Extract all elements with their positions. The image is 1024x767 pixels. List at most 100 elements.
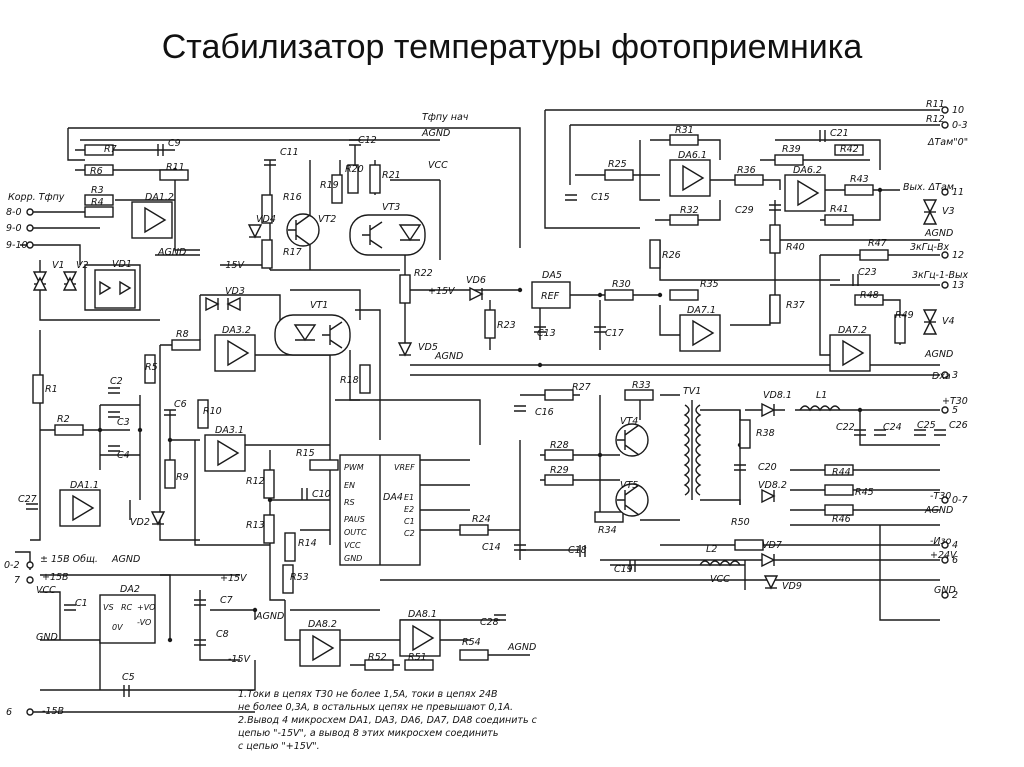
label-r2: R2 xyxy=(57,414,70,425)
terminal-9: 9-0 xyxy=(6,223,22,234)
label-r23: R23 xyxy=(497,320,516,331)
label-da4: DA4 xyxy=(383,492,403,503)
opamps xyxy=(59,159,871,667)
net-plus15-c7: +15V xyxy=(220,573,248,584)
label-r28: R28 xyxy=(550,440,569,451)
label-c2: C2 xyxy=(110,376,123,387)
note-line-1: 1.Токи в цепях Т30 не более 1,5А, токи в… xyxy=(238,689,498,700)
da2-pin-vs: VS xyxy=(103,603,114,612)
label-r9: R9 xyxy=(176,472,189,483)
net-agnd-top: AGND xyxy=(421,128,450,139)
label-c15: C15 xyxy=(591,192,610,203)
label-vd1: VD1 xyxy=(112,259,132,270)
da4-pin-en: EN xyxy=(344,481,355,490)
label-c19: C19 xyxy=(614,564,633,575)
diodes xyxy=(32,199,938,590)
label-r54: R54 xyxy=(462,637,481,648)
label-r42: R42 xyxy=(840,144,859,155)
label-c26: C26 xyxy=(949,420,968,431)
net-agnd-common: AGND xyxy=(111,554,140,565)
label-r44: R44 xyxy=(832,467,851,478)
label-r43: R43 xyxy=(850,174,869,185)
label-r7: R7 xyxy=(104,144,117,155)
label-r52: R52 xyxy=(368,652,387,663)
label-l2: L2 xyxy=(706,544,717,555)
label-da7-1: DA7.1 xyxy=(687,305,716,316)
net-vcc-l2: VCC xyxy=(710,574,730,585)
label-c29: C29 xyxy=(735,205,754,216)
label-da6-1: DA6.1 xyxy=(678,150,707,161)
label-r38: R38 xyxy=(756,428,775,439)
label-v1: V1 xyxy=(52,260,65,271)
label-r14: R14 xyxy=(298,538,317,549)
net-dt-am0: ΔТам"0" xyxy=(927,137,968,148)
net-dxa: Dха xyxy=(932,371,951,382)
label-r36: R36 xyxy=(737,165,756,176)
magnetics xyxy=(683,400,841,567)
transistors xyxy=(274,213,649,517)
label-l1: L1 xyxy=(816,390,827,401)
da2-pin-plus-vo: +VO xyxy=(137,603,155,612)
da4-pin-e2: E2 xyxy=(404,505,414,514)
label-r11: R11 xyxy=(166,162,185,173)
label-da8-2: DA8.2 xyxy=(308,619,337,630)
label-r13: R13 xyxy=(246,520,265,531)
net-plus24: +24V xyxy=(930,550,958,561)
label-r51: R51 xyxy=(408,652,427,663)
label-c4: C4 xyxy=(117,450,130,461)
net-agnd-t30: AGND xyxy=(924,505,953,516)
net-agnd-vd5: AGND xyxy=(434,351,463,362)
terminal-5: 5 xyxy=(952,405,958,416)
label-vt5: VT5 xyxy=(620,480,638,491)
label-r6: R6 xyxy=(90,166,103,177)
net-plus15-common: ± 15В Общ. xyxy=(40,554,98,565)
net-freq-out: 3кГц-1-Вых xyxy=(912,270,968,281)
label-r31: R31 xyxy=(675,125,694,136)
da2-pin-0v: 0V xyxy=(112,623,123,632)
terminal-13: 13 xyxy=(952,280,964,291)
terminals xyxy=(26,106,949,716)
terminal-4: 4 xyxy=(952,540,958,551)
da4-pin-vref: VREF xyxy=(394,463,415,472)
label-r16: R16 xyxy=(283,192,302,203)
label-da1-2: DA1.2 xyxy=(145,192,174,203)
label-vd7: VD7 xyxy=(762,540,782,551)
terminal-10: 10 xyxy=(952,105,964,116)
terminal-11: 11 xyxy=(952,187,964,198)
net-plus15b: +15В xyxy=(42,572,69,583)
label-da3-1: DA3.1 xyxy=(215,425,244,436)
label-da1-1: DA1.1 xyxy=(70,480,99,491)
label-r24: R24 xyxy=(472,514,491,525)
label-c13: C13 xyxy=(537,328,556,339)
net-minus-t30: -Т30 xyxy=(930,491,951,502)
label-c17: C17 xyxy=(605,328,624,339)
label-vd6: VD6 xyxy=(466,275,486,286)
note-line-3: 2.Вывод 4 микросхем DA1, DA3, DA6, DA7, … xyxy=(238,715,538,726)
label-r4: R4 xyxy=(91,197,104,208)
net-vcc-top: VCC xyxy=(428,160,448,171)
da5-reference: REF xyxy=(531,281,571,309)
net-agnd-c8: AGND xyxy=(255,611,284,622)
net-minus-izo: -Изо xyxy=(930,536,952,547)
da2-pin-minus-vo: -VO xyxy=(137,618,151,627)
terminal-3: 3 xyxy=(952,370,958,381)
net-gnd-bottom: GND xyxy=(36,632,58,643)
net-minus15b: -15В xyxy=(42,706,64,717)
net-korr-tfpu: Корр. Тфпу xyxy=(8,192,65,203)
terminal-2: 2 xyxy=(952,590,958,601)
label-r26: R26 xyxy=(662,250,681,261)
label-da6-2: DA6.2 xyxy=(793,165,822,176)
label-vd2: VD2 xyxy=(130,517,150,528)
label-da2: DA2 xyxy=(120,584,140,595)
label-r20: R20 xyxy=(345,164,364,175)
label-vt2: VT2 xyxy=(318,214,336,225)
label-r18: R18 xyxy=(340,375,359,386)
da4-pin-e1: E1 xyxy=(404,493,414,502)
net-plus-t30: +Т30 xyxy=(942,396,968,407)
label-r40: R40 xyxy=(786,242,805,253)
label-vt3: VT3 xyxy=(382,202,400,213)
label-c7: C7 xyxy=(220,595,233,606)
component-labels: R1 R2 R3 R4 R5 R6 R7 R8 R9 R10 R11 R12 R… xyxy=(18,125,968,683)
label-r8: R8 xyxy=(176,329,189,340)
